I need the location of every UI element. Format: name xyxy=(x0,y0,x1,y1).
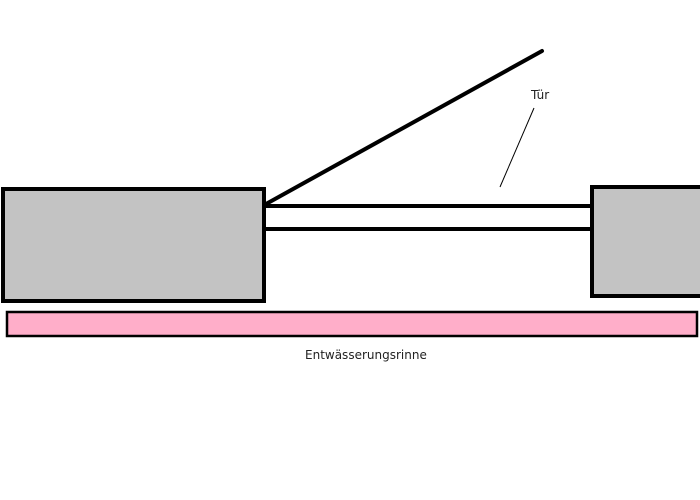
door-open-leaf xyxy=(264,49,544,206)
drainage-channel xyxy=(5,310,699,338)
left-wall-block xyxy=(1,187,266,303)
door-label-leader xyxy=(499,107,535,188)
drainage-channel-label: Entwässerungsrinne xyxy=(305,348,427,362)
right-wall-block xyxy=(590,185,700,298)
door-label: Tür xyxy=(531,88,550,102)
